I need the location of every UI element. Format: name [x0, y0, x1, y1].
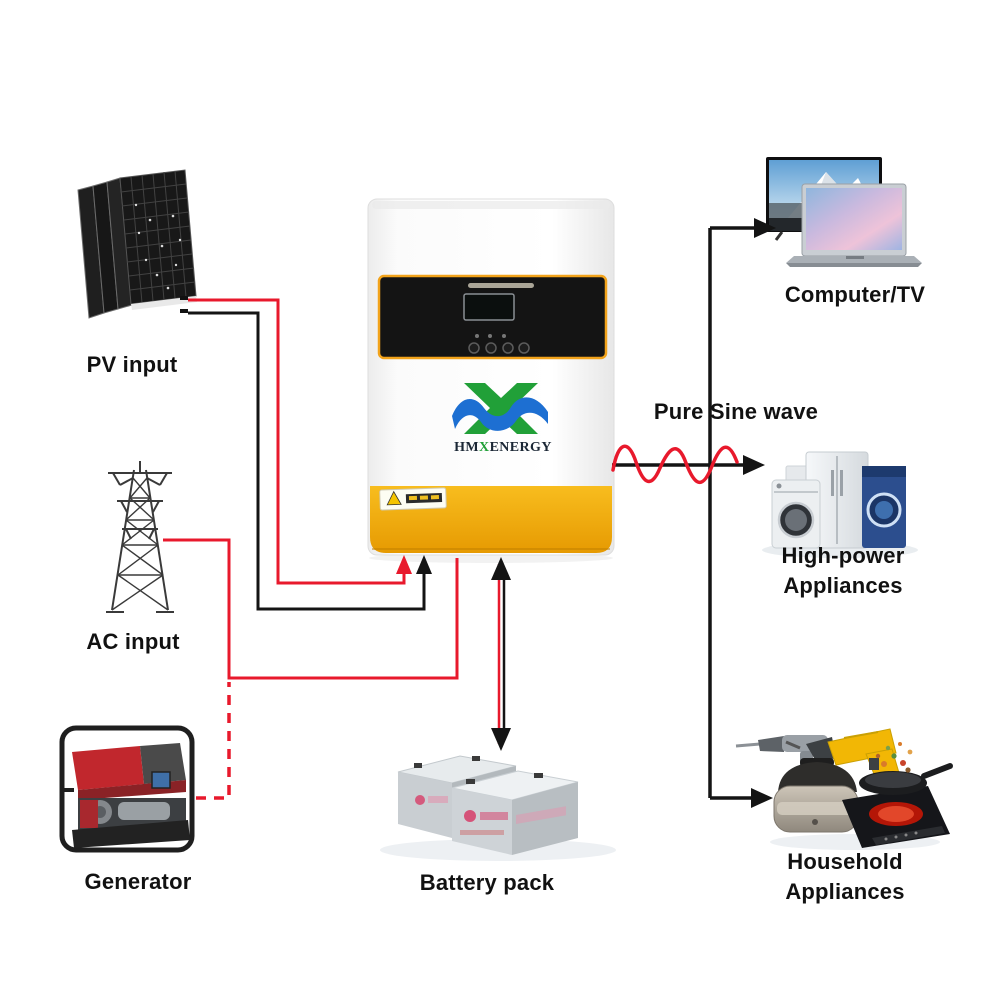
computer-tv-label: Computer/TV — [784, 282, 926, 307]
laptop-icon — [786, 183, 922, 267]
warning-sticker-icon — [379, 487, 447, 511]
brand-logo-icon — [452, 383, 548, 434]
brand-text: HMXENERGY — [454, 440, 552, 456]
output-distribution-line — [612, 226, 757, 800]
high-power-arrowhead — [743, 455, 765, 475]
sine-wave-icon — [611, 444, 739, 484]
induction-cooktop-icon — [842, 786, 950, 848]
hybrid-solar-inverter-icon — [367, 198, 615, 563]
ac-input-label: AC input — [86, 629, 180, 654]
brand-accent: X — [479, 440, 490, 455]
solar-panel-array-icon — [77, 169, 197, 319]
high-power-label-line2: Appliances — [783, 573, 903, 598]
washer-fridge-icon — [762, 451, 918, 558]
battery-front — [451, 770, 579, 855]
computer-arrowhead — [754, 218, 776, 238]
household-arrowhead — [751, 788, 773, 808]
drill-icon — [735, 728, 905, 795]
stir-fry-food — [875, 742, 913, 773]
portable-generator-icon — [59, 725, 195, 853]
inverter-display-panel — [377, 274, 608, 360]
washing-machine-icon — [771, 479, 821, 549]
computer-tv-icon — [766, 157, 922, 267]
household-label-line2: Appliances — [785, 879, 905, 904]
pv-input-label: PV input — [86, 352, 178, 377]
rice-cooker-icon — [773, 758, 859, 833]
inverter-yellow-panel — [370, 486, 612, 553]
household-appliances-label: Household Appliances — [785, 847, 904, 907]
high-power-label-line1: High-power — [781, 543, 905, 568]
pv-red-wire — [188, 298, 412, 585]
household-label-line1: Household — [787, 849, 903, 874]
ac-red-wire — [163, 538, 459, 680]
battery-pack-label: Battery pack — [419, 870, 555, 895]
blue-washer-icon — [862, 466, 906, 548]
brand-prefix: HM — [454, 440, 480, 455]
battery-bidirectional-arrow — [491, 557, 511, 751]
battery-pack-icon — [380, 755, 616, 861]
wok-icon — [859, 742, 953, 795]
brand-suffix: ENERGY — [489, 440, 552, 455]
generator-label: Generator — [84, 869, 192, 894]
pure-sine-wave-label: Pure Sine wave — [653, 399, 819, 424]
high-power-appliances-label: High-power Appliances — [782, 541, 905, 601]
transmission-tower-icon — [106, 461, 174, 613]
generator-dashed-wire — [196, 682, 231, 800]
pv-black-wire — [188, 311, 432, 611]
cooker-drill-wok-icon — [735, 728, 953, 850]
